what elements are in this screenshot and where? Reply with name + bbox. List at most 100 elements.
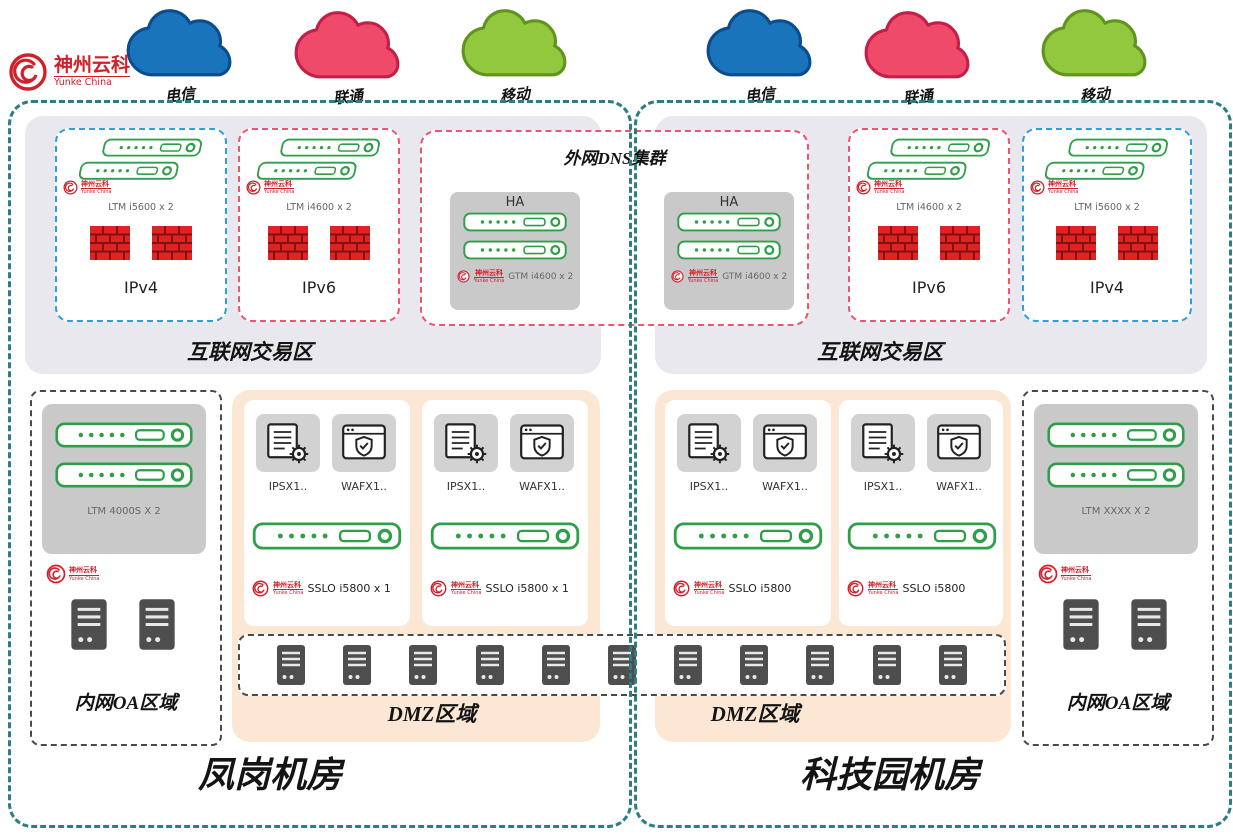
ltm-appliance-icon: [1047, 462, 1185, 488]
firewall-icon: [940, 226, 980, 260]
cloud-icon: [1035, 6, 1153, 78]
waf-tile: [332, 414, 396, 472]
ltm-appliance-icon: [1047, 422, 1185, 448]
waf-tile: [927, 414, 991, 472]
server-icon: [70, 598, 108, 651]
brand-name-cn: 神州云科: [451, 580, 479, 589]
brand-name-en: Yunke China: [687, 277, 719, 285]
isp-label: 联通: [902, 88, 934, 108]
firewall-icon: [1118, 226, 1158, 260]
ip-version-label: IPv6: [911, 278, 946, 297]
gtm-device-label: GTM i4600 x 2: [722, 271, 788, 282]
ha-label: HA: [505, 195, 525, 210]
ip-version-label: IPv4: [123, 278, 158, 297]
ip-version-label: IPv4: [1089, 278, 1124, 297]
ips-icon: [443, 422, 489, 464]
ips-label: IPSX1..: [268, 480, 308, 493]
sslo-label: SSLO i5800: [902, 582, 966, 595]
server-icon: [673, 644, 703, 686]
brand-name-en: Yunke China: [1061, 574, 1092, 582]
ips-icon: [860, 422, 906, 464]
brand-swirl-icon: [8, 52, 48, 92]
cloud-mobile-right: 移动: [1035, 6, 1155, 106]
brand-swirl-icon: [1030, 180, 1045, 195]
ltm-device-box: LTM 4000S X 2: [42, 404, 206, 554]
server-rack-row: [238, 634, 1006, 696]
ltm-stack-icon: [73, 138, 209, 185]
ips-tile: [677, 414, 741, 472]
waf-label: WAFX1..: [519, 480, 565, 493]
waf-tile: [753, 414, 817, 472]
server-icon: [342, 644, 372, 686]
device-label: LTM 4000S X 2: [87, 506, 161, 517]
ltm-stack-icon: [251, 138, 387, 185]
brand-name-en: Yunke China: [81, 188, 112, 196]
brand-name-cn: 神州云科: [868, 580, 896, 589]
dmz-zone-label: DMZ区域: [710, 702, 800, 726]
brand-name-en: Yunke China: [451, 589, 482, 597]
waf-icon: [519, 422, 565, 464]
isp-label: 电信: [164, 86, 196, 106]
brand-name-cn: 神州云科: [1048, 180, 1076, 188]
sslo-appliance-icon: [847, 522, 997, 550]
sslo-label: SSLO i5800 x 1: [485, 582, 569, 595]
firewall-icon: [268, 226, 308, 260]
device-label: LTM i5600 x 2: [1074, 202, 1140, 213]
brand-name-en: Yunke China: [54, 75, 131, 88]
brand-swirl-icon: [252, 580, 269, 597]
server-icon: [138, 598, 176, 651]
brand-swirl-icon: [63, 180, 78, 195]
waf-label: WAFX1..: [936, 480, 982, 493]
device-label: LTM XXXX X 2: [1081, 506, 1151, 517]
waf-label: WAFX1..: [341, 480, 387, 493]
firewall-icon: [1056, 226, 1096, 260]
server-icon: [276, 644, 306, 686]
cloud-icon: [700, 6, 818, 78]
brand-name-cn: 神州云科: [694, 580, 722, 589]
ip-version-label: IPv6: [301, 278, 336, 297]
waf-tile: [510, 414, 574, 472]
cloud-icon: [288, 8, 406, 80]
brand-name-cn: 神州云科: [273, 580, 301, 589]
brand-name-cn: 神州云科: [475, 269, 503, 277]
ips-tile: [256, 414, 320, 472]
dns-cluster-title: 外网DNS集群: [563, 149, 666, 168]
ips-tile: [851, 414, 915, 472]
isp-label: 移动: [1079, 86, 1111, 106]
server-icon: [739, 644, 769, 686]
dmz-zone-label: DMZ区域: [387, 702, 477, 726]
gtm-appliance-icon: [463, 212, 567, 232]
brand-name-cn: 神州云科: [81, 180, 109, 188]
firewall-icon: [878, 226, 918, 260]
brand-name-cn: 神州云科: [69, 566, 97, 575]
ips-label: IPSX1..: [863, 480, 903, 493]
cloud-mobile-left: 移动: [455, 6, 575, 106]
brand-name-en: Yunke China: [1048, 188, 1079, 196]
server-icon: [1062, 598, 1100, 651]
brand-name-cn: 神州云科: [689, 269, 717, 277]
brand-name-en: Yunke China: [69, 574, 100, 582]
brand-swirl-icon: [457, 270, 470, 283]
sslo-appliance-icon: [252, 522, 402, 550]
server-icon: [872, 644, 902, 686]
brand-name-cn: 神州云科: [264, 180, 292, 188]
ltm-appliance-icon: [55, 422, 193, 448]
cloud-icon: [120, 6, 238, 78]
